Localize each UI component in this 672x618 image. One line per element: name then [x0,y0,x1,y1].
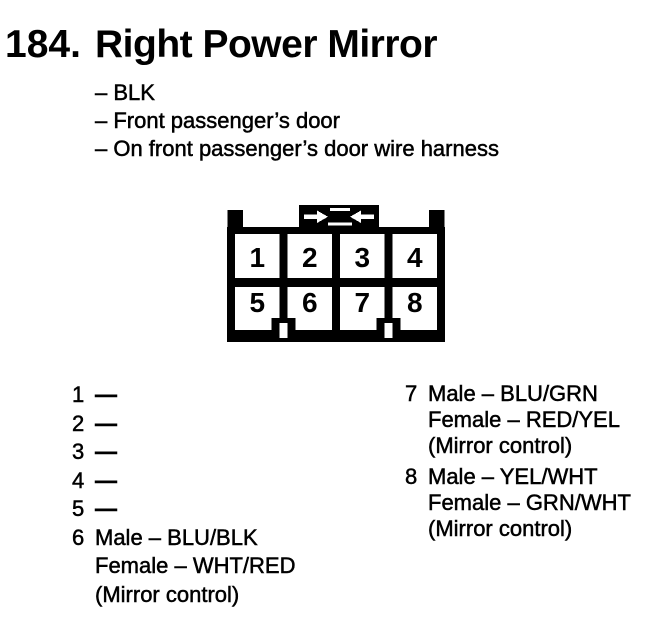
pin-number: 1 [72,382,85,407]
pin-row-2: 2 — [72,410,295,439]
pin-numbers: 1 2 3 4 5 6 7 8 [249,242,423,318]
keyway-notches [271,318,401,338]
section-header: 184. Right Power Mirror [5,23,438,66]
connector-notes: – BLK – Front passenger’s door – On fron… [95,79,499,163]
pin-row-8: 8 Male – YEL/WHT Female – GRN/WHT (Mirro… [405,464,631,542]
pin-number: 3 [72,439,85,464]
connector-diagram: 1 2 3 4 5 6 7 8 [227,205,445,342]
cavity-1 [235,234,280,278]
pin-number-label: 7 [354,287,370,318]
pin-wire-female: Female – RED/YEL [428,407,620,433]
pin-list-right: 7 Male – BLU/GRN Female – RED/YEL (Mirro… [405,381,631,542]
pin-number-label: 3 [354,242,370,273]
pin-wire-dash: — [95,382,118,407]
pin-row-5: 5 — [72,495,295,524]
pin-function: (Mirror control) [428,433,573,459]
pin-row-4: 4 — [72,467,295,496]
pin-row-7: 7 Male – BLU/GRN Female – RED/YEL (Mirro… [405,381,631,459]
pin-wire-dash: — [95,496,118,521]
note-line: – Front passenger’s door [95,108,340,134]
pin-number: 2 [72,410,85,436]
pin-function: (Mirror control) [428,516,573,542]
cavity-3 [340,234,385,278]
pin-number-label: 1 [249,242,265,273]
corner-post-left [227,210,243,230]
keyway-slot [384,323,393,338]
pin-wire-male: Male – YEL/WHT [428,464,598,490]
note-line: – On front passenger’s door wire harness [95,136,499,162]
keyway-slot [279,323,288,338]
pin-number: 8 [405,464,418,490]
pin-wire-male: Male – BLU/BLK [95,524,258,550]
page-title: Right Power Mirror [95,23,438,66]
pin-number-label: 6 [302,287,318,318]
pin-wire-dash: — [95,439,118,464]
pin-number: 4 [72,467,85,493]
cavity-4 [392,234,437,278]
pin-list-left: 1 — 2 — 3 — 4 — 5 — 6 Male – BLU/BLK Fem… [72,381,296,610]
pin-row-1: 1 — [72,381,295,410]
pin-wire-dash: — [95,467,118,493]
pin-wire-dash: — [95,410,118,436]
lock-tab-bowtie-icon [304,208,374,226]
pin-number-label: 5 [249,287,265,318]
note-line: – BLK [95,80,155,106]
pin-wire-male: Male – BLU/GRN [428,381,598,407]
pin-wire-female: Female – GRN/WHT [428,490,631,516]
cavity-2 [287,234,332,278]
pin-number-label: 4 [407,242,423,273]
pin-function: (Mirror control) [95,581,240,607]
section-number: 184. [5,23,81,66]
pin-row-3: 3 — [72,438,295,467]
pin-cavities [235,234,437,330]
pin-number: 6 [72,524,85,550]
pin-number-label: 8 [407,287,423,318]
corner-post-right [429,210,445,230]
pin-number: 7 [405,381,418,407]
pin-row-6: 6 Male – BLU/BLK Female – WHT/RED (Mirro… [72,524,296,610]
pin-wire-female: Female – WHT/RED [95,553,296,578]
pin-number-label: 2 [302,242,318,273]
pin-number: 5 [72,496,85,521]
